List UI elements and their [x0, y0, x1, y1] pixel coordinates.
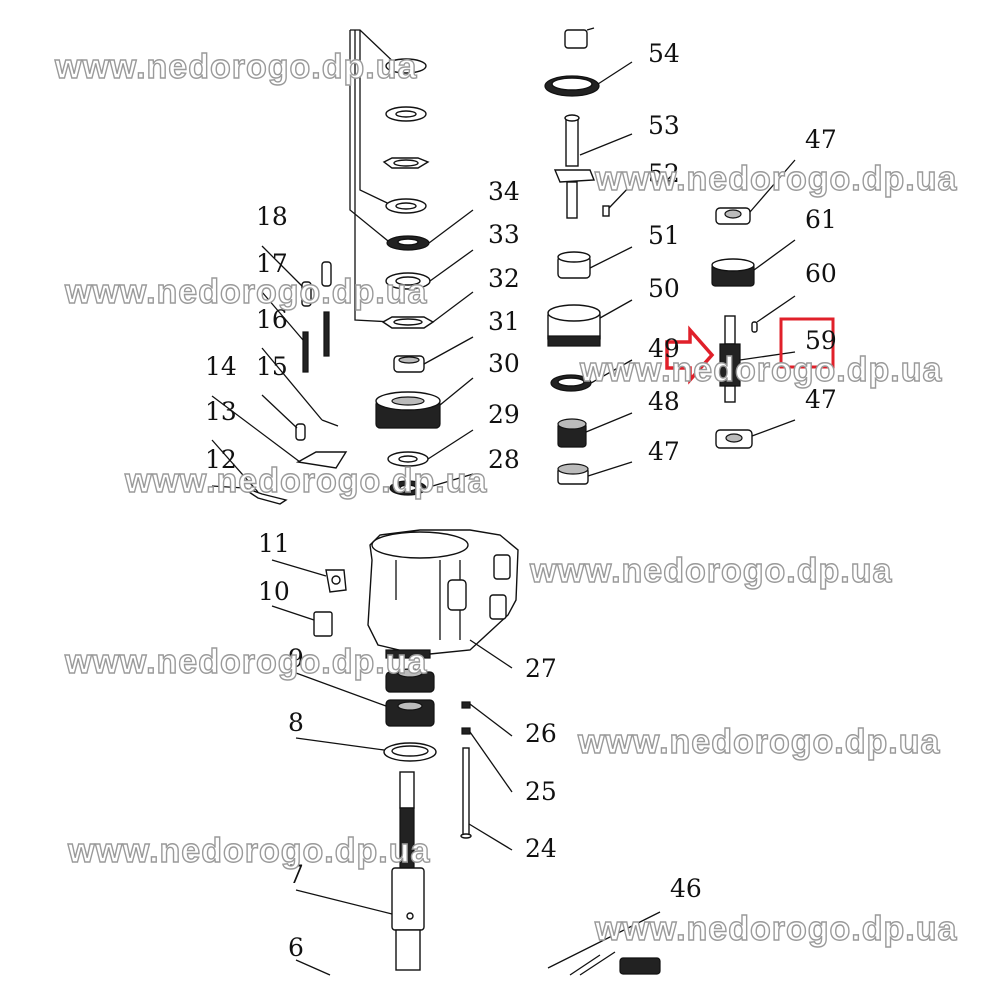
watermark-text: www.nedorogo.dp.ua	[64, 273, 427, 311]
part-label-p53: 53	[648, 111, 680, 140]
part-label-p18: 18	[256, 202, 288, 231]
part-label-p32: 32	[488, 264, 520, 293]
part-label-p60: 60	[805, 259, 837, 288]
part-label-p9: 9	[288, 644, 304, 673]
part-label-p26: 26	[525, 719, 557, 748]
part-label-p47c: 47	[805, 385, 837, 414]
part-labels: 54 53 52 51 50 49 48 47 47 61 60 59 47 34 33 32 31 30 29 28…	[205, 39, 837, 962]
right-column-parts	[665, 159, 835, 449]
part-label-p16: 16	[256, 305, 288, 334]
bracket-parts	[271, 559, 347, 637]
part-label-p52: 52	[648, 159, 680, 188]
part-label-p24: 24	[525, 834, 557, 863]
part-label-p28: 28	[488, 445, 520, 474]
part-label-p34: 34	[488, 177, 520, 206]
watermark-text: www.nedorogo.dp.ua	[54, 48, 417, 86]
part-label-p50: 50	[648, 274, 680, 303]
part-label-p27: 27	[525, 654, 557, 683]
part-label-p46: 46	[670, 874, 702, 903]
part-label-p59: 59	[805, 326, 837, 355]
part-label-p7: 7	[288, 860, 304, 889]
part-label-p49: 49	[648, 334, 680, 363]
part-label-p17: 17	[256, 249, 288, 278]
part-label-p13: 13	[205, 397, 237, 426]
part-label-p15: 15	[256, 352, 288, 381]
watermark-text: www.nedorogo.dp.ua	[594, 160, 957, 198]
part-label-p12: 12	[205, 445, 237, 474]
part-label-p33: 33	[488, 220, 520, 249]
watermark-text: www.nedorogo.dp.ua	[577, 723, 940, 761]
part-label-p25: 25	[525, 777, 557, 806]
part-label-p61: 61	[805, 205, 837, 234]
watermark-text: www.nedorogo.dp.ua	[64, 643, 427, 681]
part-label-p10: 10	[258, 577, 290, 606]
highlight-arrow-icon	[665, 325, 715, 385]
part-label-p54: 54	[648, 39, 680, 68]
part-label-p47a: 47	[648, 437, 680, 466]
center-column-parts	[544, 27, 633, 485]
housing-part	[367, 529, 519, 669]
part-label-p30: 30	[488, 349, 520, 378]
part-label-p29: 29	[488, 400, 520, 429]
part-label-p51: 51	[648, 221, 680, 250]
watermark-text: www.nedorogo.dp.ua	[124, 462, 487, 500]
part-label-p11: 11	[258, 529, 290, 558]
part-label-p14: 14	[205, 352, 237, 381]
left-small-parts	[211, 245, 348, 505]
watermarks: www.nedorogo.dp.ua www.nedorogo.dp.ua www.…	[53, 47, 957, 948]
bottom-parts	[295, 668, 661, 976]
part-label-p31: 31	[488, 307, 520, 336]
part-label-p6: 6	[288, 933, 304, 962]
watermark-text: www.nedorogo.dp.ua	[67, 832, 430, 870]
watermark-text: www.nedorogo.dp.ua	[529, 552, 892, 590]
part-label-p8: 8	[288, 708, 304, 737]
highlight-box	[779, 317, 835, 369]
watermark-text: www.nedorogo.dp.ua	[594, 910, 957, 948]
part-label-p48: 48	[648, 387, 680, 416]
washer-stack-parts	[349, 29, 474, 496]
part-label-p47b: 47	[805, 125, 837, 154]
watermark-text: www.nedorogo.dp.ua	[579, 351, 942, 389]
